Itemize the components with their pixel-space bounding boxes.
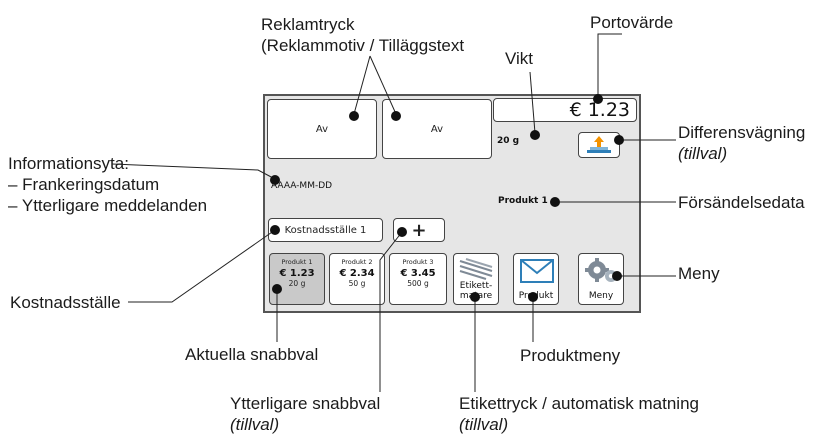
postage-value-display: € 1.23 (493, 98, 637, 122)
quick-select-product-1[interactable]: Produkt 1 € 1.23 20 g (269, 253, 325, 305)
callout-meny: Meny (678, 264, 720, 283)
callout-produktmeny: Produktmeny (520, 346, 621, 365)
label-feeder-label: Etikett- matare (459, 281, 493, 301)
leader-line-kostnadsstalle (128, 229, 276, 303)
callout-etikettryck-title: Etikettryck / automatisk matning (459, 394, 699, 413)
callout-etikettryck-sub: (tillval) (459, 415, 509, 434)
callout-reklamtryck: Reklamtryck (Reklammotiv / Tilläggstext (261, 14, 464, 56)
quick-select-name: Produkt 1 (281, 258, 313, 266)
ad-button-2[interactable]: Av (382, 99, 492, 159)
product-data: Produkt 1 (498, 196, 548, 206)
quick-select-product-3[interactable]: Produkt 3 € 3.45 500 g (389, 253, 447, 305)
quick-select-weight: 20 g (288, 279, 306, 288)
callout-portovarde: Portovärde (590, 13, 674, 32)
scale-arrow-up-icon (587, 136, 611, 153)
menu-label: Meny (588, 291, 614, 301)
callout-information: Informationsyta: – Frankeringsdatum – Yt… (8, 153, 207, 216)
cost-center-button[interactable]: Kostnadsställe 1 (268, 218, 383, 242)
callout-ytterligare-snabbval-sub: (tillval) (230, 415, 280, 434)
quick-select-price: € 3.45 (400, 268, 436, 279)
gears-icon (585, 258, 617, 282)
callout-kostnadsstalle: Kostnadsställe (10, 293, 121, 312)
callout-information-item1: – Frankeringsdatum (8, 175, 160, 194)
callout-differensvagning: Differensvägning (tillval) (678, 122, 805, 164)
callout-reklamtryck-line1: Reklamtryck (261, 15, 355, 34)
quick-select-product-2[interactable]: Produkt 2 € 2.34 50 g (329, 253, 385, 305)
envelope-icon (520, 259, 554, 283)
callout-differensvagning-sub: (tillval) (678, 144, 728, 163)
ad-button-1[interactable]: Av (267, 99, 377, 159)
quick-select-price: € 2.34 (339, 268, 375, 279)
date-field: AAAA-MM-DD (271, 181, 333, 191)
leader-line-portovarde (597, 33, 622, 98)
callout-information-item2: – Ytterligare meddelanden (8, 196, 208, 215)
callout-differensvagning-title: Differensvägning (678, 123, 806, 142)
quick-select-name: Produkt 3 (402, 258, 434, 266)
weight-value: 20 g (497, 136, 520, 146)
product-menu-button[interactable]: Produkt (513, 253, 559, 305)
product-menu-label: Produkt (518, 291, 554, 301)
label-stack-icon (459, 258, 493, 280)
callout-ytterligare-snabbval: Ytterligare snabbval (tillval) (230, 393, 380, 435)
device-screen: Av Av € 1.23 20 g AAAA-MM-DD Produkt 1 K… (263, 94, 641, 313)
callout-aktuella-snabbval: Aktuella snabbval (185, 345, 319, 364)
callout-information-title: Informationsyta: (8, 154, 129, 173)
callout-etikettryck: Etikettryck / automatisk matning (tillva… (459, 393, 699, 435)
quick-select-weight: 50 g (348, 279, 366, 288)
callout-vikt: Vikt (505, 49, 534, 68)
differential-weighing-button[interactable] (578, 132, 620, 158)
quick-select-weight: 500 g (407, 279, 429, 288)
callout-ytterligare-snabbval-title: Ytterligare snabbval (230, 394, 381, 413)
quick-select-price: € 1.23 (279, 268, 315, 279)
postage-value: € 1.23 (569, 99, 630, 121)
add-quick-selection-button[interactable]: + (393, 218, 445, 242)
quick-select-name: Produkt 2 (341, 258, 373, 266)
menu-button[interactable]: Meny (578, 253, 624, 305)
label-feeder-button[interactable]: Etikett- matare (453, 253, 499, 305)
callout-reklamtryck-line2: (Reklammotiv / Tilläggstext (261, 36, 465, 55)
callout-forsandelsedata: Försändelsedata (678, 193, 805, 212)
